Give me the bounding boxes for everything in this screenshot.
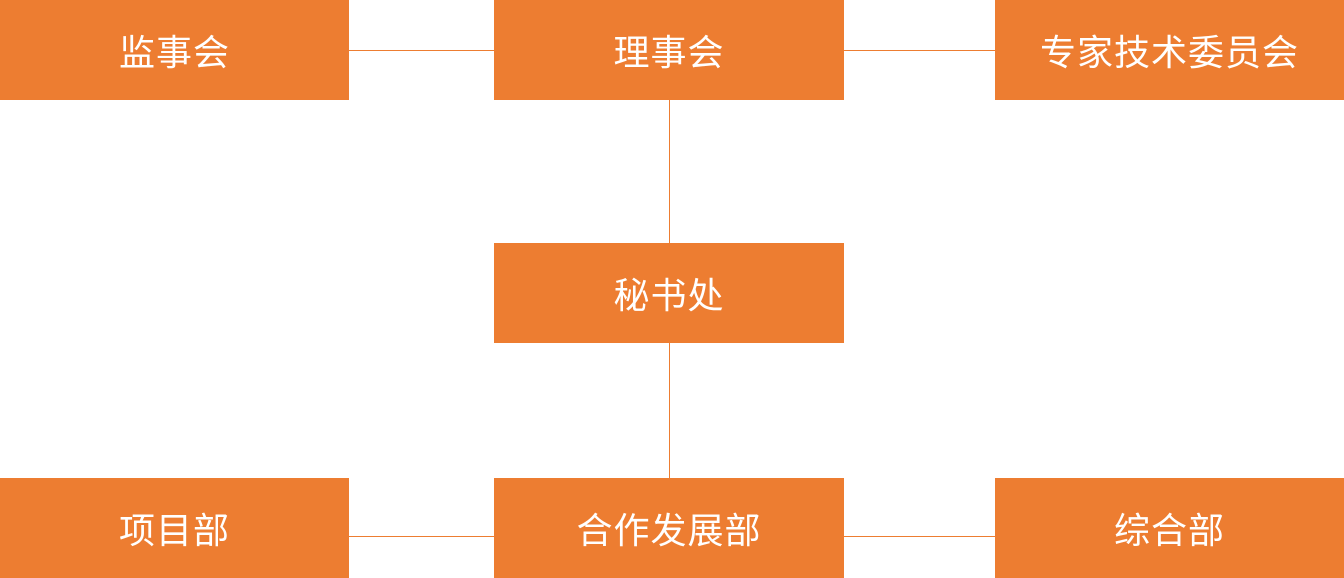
node-project-department: 项目部 bbox=[0, 478, 349, 578]
node-label: 项目部 bbox=[118, 511, 230, 552]
connector-cooperation-general bbox=[844, 536, 995, 537]
connector-project-cooperation bbox=[349, 536, 494, 537]
connector-council-secretariat bbox=[669, 100, 670, 243]
node-label: 秘书处 bbox=[613, 276, 725, 317]
connector-council-expert bbox=[844, 50, 995, 51]
node-label: 合作发展部 bbox=[576, 511, 762, 552]
node-label: 专家技术委员会 bbox=[1039, 33, 1299, 74]
node-label: 监事会 bbox=[118, 33, 230, 74]
connector-secretariat-cooperation bbox=[669, 343, 670, 478]
node-general-department: 综合部 bbox=[995, 478, 1344, 578]
node-council: 理事会 bbox=[494, 0, 844, 100]
node-label: 理事会 bbox=[613, 33, 725, 74]
node-secretariat: 秘书处 bbox=[494, 243, 844, 343]
node-label: 综合部 bbox=[1113, 511, 1225, 552]
node-expert-committee: 专家技术委员会 bbox=[995, 0, 1344, 100]
node-supervisory-board: 监事会 bbox=[0, 0, 349, 100]
node-cooperation-department: 合作发展部 bbox=[494, 478, 844, 578]
connector-supervisory-council bbox=[349, 50, 494, 51]
